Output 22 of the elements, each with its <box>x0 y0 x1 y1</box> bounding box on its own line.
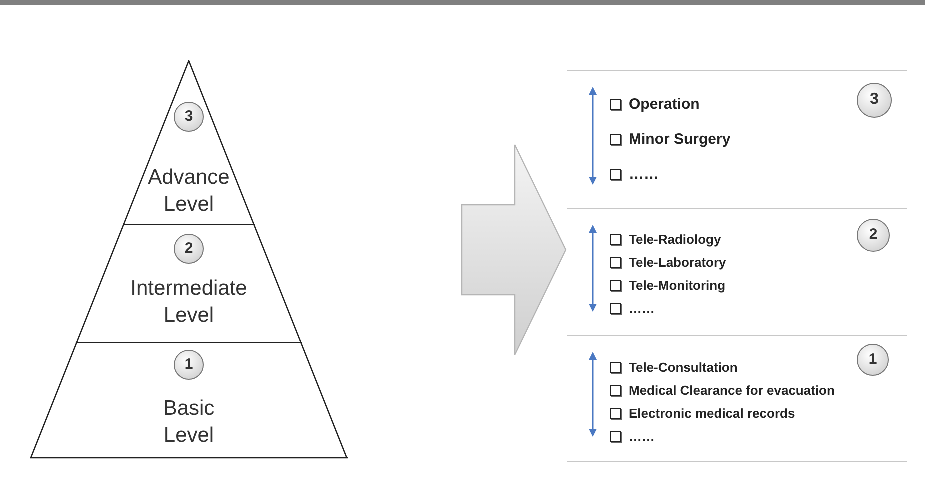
list-item: Electronic medical records <box>629 406 796 420</box>
number-circle: 2 <box>857 219 890 252</box>
number-circle: 1 <box>857 344 889 376</box>
list-item: …… <box>629 166 659 182</box>
list-item: Tele-Laboratory <box>629 254 726 270</box>
pyramid <box>30 60 348 460</box>
number-circle: 2 <box>174 234 204 264</box>
level-label: Intermediate Level <box>130 276 248 329</box>
number-circle: 3 <box>174 102 204 132</box>
level-label: Advance Level <box>147 165 231 218</box>
block-arrow <box>461 144 567 356</box>
list-item: Medical Clearance for evacuation <box>629 382 835 398</box>
list-item: …… <box>629 300 655 316</box>
list-item: Tele-Consultation <box>629 360 738 374</box>
list-item: Operation <box>629 96 700 112</box>
level-label: Basic Level <box>162 396 216 449</box>
number-circle: 1 <box>174 350 204 380</box>
list-item: Tele-Radiology <box>629 232 722 246</box>
list-item: Minor Surgery <box>629 130 731 148</box>
list-item: Tele-Monitoring <box>629 278 726 292</box>
number-circle: 3 <box>857 83 892 118</box>
list-item: …… <box>629 428 655 444</box>
